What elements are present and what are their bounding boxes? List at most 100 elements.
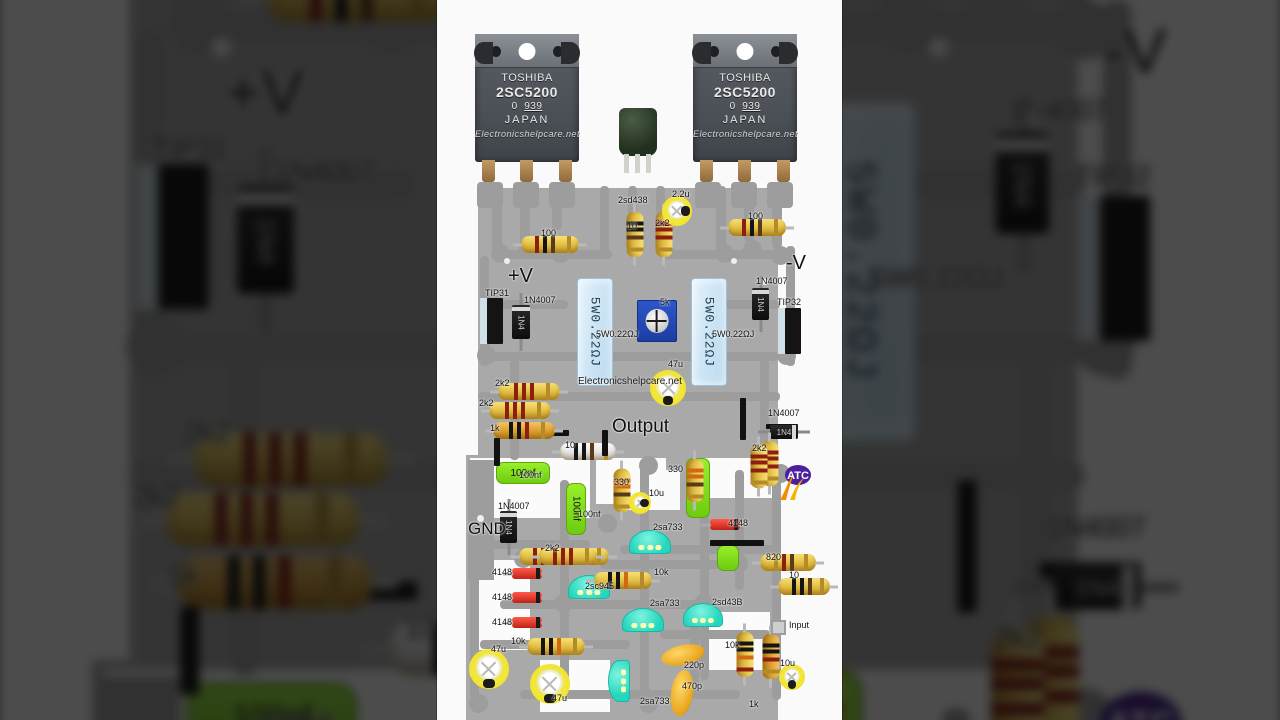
component-label-c-10u-b: 10u	[780, 658, 796, 668]
resistor-2k2-a[interactable]	[490, 383, 568, 400]
resistor-1k-a[interactable]	[151, 555, 399, 610]
transistor-2sa733-c[interactable]	[608, 660, 630, 702]
lead-left	[620, 460, 624, 470]
solder-pad-6	[126, 315, 187, 376]
capacitor-47u-b[interactable]	[469, 649, 509, 689]
color-band-2	[521, 402, 525, 419]
component-label-r-1k-a: 1k	[167, 559, 198, 591]
diode-1n4007-gnd[interactable]: 1N4	[500, 499, 517, 555]
transistor-leg-2	[559, 160, 572, 182]
component-label-r-330a: 330	[614, 477, 630, 487]
resistor-10k-c[interactable]	[736, 623, 754, 686]
resistor-100-left[interactable]	[513, 236, 587, 253]
component-label-r-1k-b: 1k	[749, 699, 759, 709]
leg-pad-1	[731, 182, 757, 208]
resistor-10-lower[interactable]	[770, 578, 838, 595]
resistor-2k2-b[interactable]	[139, 492, 386, 547]
driver-transistor[interactable]	[619, 108, 657, 173]
color-band-2	[613, 492, 631, 497]
transistor-2sa733-b[interactable]	[622, 608, 664, 632]
tab-ear-right	[779, 42, 798, 64]
transistor-tip32[interactable]	[778, 308, 801, 354]
lead-right	[608, 555, 617, 558]
diode-4148-a[interactable]	[701, 519, 749, 530]
component-label-c-100nf-a: 100nf	[519, 470, 542, 480]
resistor-10k-a[interactable]	[586, 572, 660, 589]
capacitor-47u-output[interactable]	[650, 370, 686, 406]
resistor-100-left[interactable]	[265, 0, 449, 22]
diode-1n4007-positive-rail[interactable]: 1N4	[512, 293, 530, 351]
power-resistor-left[interactable]: 5W0.22ΩJ	[577, 278, 613, 386]
color-band-3	[626, 247, 644, 252]
diode-4148-c[interactable]	[503, 592, 551, 603]
resistor-2k2-b[interactable]	[481, 402, 559, 419]
resistor-820[interactable]	[752, 554, 824, 571]
capacitor-100nf-a[interactable]: 100nf	[186, 682, 358, 720]
mounting-plate	[778, 308, 785, 354]
resistor-100-right[interactable]	[720, 219, 794, 236]
capacitor-10u-a[interactable]	[629, 492, 651, 514]
resistor-2k2-lower-c[interactable]	[531, 548, 605, 565]
transistor-tip31[interactable]	[480, 298, 503, 344]
color-band-2	[762, 657, 780, 662]
transistor-legs	[576, 590, 602, 595]
capacitor-100nf-b[interactable]: 100nf	[566, 483, 586, 535]
lead-right	[550, 409, 559, 412]
diode-1n4007-output[interactable]: 1N4	[1014, 565, 1179, 610]
cathode-band	[237, 192, 294, 206]
component-label-rp-right: 5W0.22ΩJ	[712, 329, 755, 339]
resistor-2k2-a[interactable]	[167, 432, 415, 487]
copper-trace-23	[470, 540, 590, 549]
transistor-tip32[interactable]	[1077, 195, 1151, 342]
color-band-2	[557, 638, 561, 655]
lead-left	[586, 579, 595, 582]
diode-4148-d[interactable]	[503, 617, 551, 628]
lead-bottom	[1017, 233, 1028, 272]
driver-legs	[624, 154, 652, 174]
diode-1n4007-negative-rail[interactable]: 1N4	[752, 276, 769, 332]
lead-left	[768, 432, 772, 442]
color-band-3	[774, 219, 778, 236]
transistor-2sd438-lower[interactable]	[683, 603, 723, 627]
transistor-2sa733-a[interactable]	[629, 530, 671, 554]
resistor-1k-b[interactable]	[762, 625, 780, 688]
trimmer-5k[interactable]	[637, 300, 677, 342]
lead-left	[151, 578, 181, 588]
capacitor-100nf-a[interactable]: 100nf	[496, 462, 550, 484]
capacitor-10u-b[interactable]	[779, 664, 805, 690]
resistor-10-upper[interactable]	[626, 203, 644, 266]
lead-right	[596, 555, 605, 558]
copper-trace-32	[941, 707, 971, 720]
capacitor-47u-c[interactable]	[530, 664, 570, 704]
cap-negative-stripe	[681, 205, 690, 217]
transistor-tip31[interactable]	[135, 164, 209, 310]
color-band-3	[736, 667, 754, 672]
color-band-2	[686, 482, 704, 487]
color-band-1	[750, 219, 754, 236]
diode-1n4007-negative-rail[interactable]: 1N4	[995, 94, 1050, 272]
capacitor-green-b[interactable]	[717, 545, 739, 571]
power-resistor-right[interactable]: 5W0.22ΩJ	[691, 278, 727, 386]
lead-right	[385, 454, 415, 465]
resistor-330-a[interactable]	[613, 460, 631, 521]
color-band-1	[782, 554, 786, 571]
lead-left	[513, 243, 522, 246]
label-negative-supply: -V	[786, 252, 806, 274]
diode-4148-b[interactable]	[503, 568, 551, 579]
lead-right	[541, 572, 551, 575]
color-band-0	[505, 402, 509, 419]
lead-left	[701, 523, 711, 526]
component-label-rp-left: 5W0.22ΩJ	[596, 329, 639, 339]
diode-1n4007-positive-rail[interactable]: 1N4	[237, 148, 294, 332]
diode-1n4007-output[interactable]: 1N4	[758, 425, 810, 439]
resistor-10k-b[interactable]	[519, 638, 593, 655]
input-connector-pad[interactable]	[771, 620, 786, 635]
component-label-r-1k-a: 1k	[490, 423, 500, 433]
copper-trace-31	[600, 560, 720, 569]
resistor-330-b[interactable]	[686, 450, 704, 511]
capacitor-2u2[interactable]	[662, 196, 692, 226]
pad-hole-2	[762, 279, 768, 285]
resistor-1k-a[interactable]	[485, 422, 563, 439]
